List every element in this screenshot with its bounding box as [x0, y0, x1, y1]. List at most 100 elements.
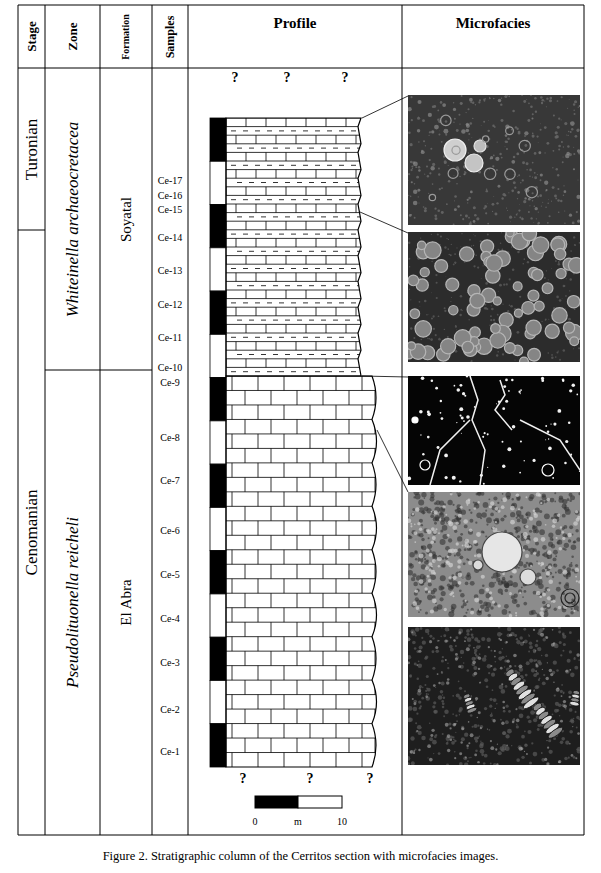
pattern-stroke: [310, 724, 311, 738]
grain: [454, 118, 456, 120]
pattern-stroke: [306, 256, 307, 265]
pattern-stroke: [362, 637, 363, 651]
pattern-stroke: [266, 187, 267, 196]
grain: [425, 611, 428, 614]
bar-segment: [210, 378, 226, 421]
pattern-stroke: [279, 371, 284, 372]
pattern-stroke: [246, 118, 247, 127]
grain: [552, 167, 553, 168]
grain: [453, 223, 455, 225]
grain: [454, 208, 457, 211]
pattern-stroke: [243, 165, 248, 166]
grain: [562, 379, 565, 382]
grain: [521, 218, 523, 220]
pattern-stroke: [339, 199, 344, 200]
pattern-stroke: [366, 221, 367, 230]
grain: [422, 453, 424, 455]
pattern-stroke: [363, 199, 368, 200]
grain: [490, 156, 493, 159]
grain: [462, 576, 465, 579]
pattern-stroke: [296, 135, 297, 144]
pattern-stroke: [326, 256, 327, 265]
pattern-stroke: [266, 359, 267, 368]
grain: [548, 579, 553, 584]
pattern-stroke: [226, 247, 370, 248]
grain: [420, 434, 421, 435]
grain: [523, 564, 527, 568]
pattern-stroke: [345, 285, 350, 286]
grain: [434, 522, 437, 525]
pattern-stroke: [245, 738, 246, 752]
grain: [408, 107, 412, 111]
grain: [478, 608, 481, 611]
grain: [408, 180, 410, 182]
pattern-stroke: [351, 234, 356, 235]
grain: [447, 534, 450, 537]
pattern-stroke: [226, 272, 370, 273]
grain: [563, 525, 567, 529]
pattern-stroke: [315, 234, 320, 235]
pattern-stroke: [316, 273, 317, 282]
grain: [439, 585, 444, 590]
bar-segment: [210, 161, 226, 204]
pattern-stroke: [271, 419, 272, 433]
grain: [428, 591, 431, 594]
grain: [565, 509, 571, 515]
grain: [553, 423, 556, 426]
grain: [515, 530, 518, 533]
grain: [532, 133, 534, 135]
pattern-stroke: [333, 148, 338, 149]
grain: [575, 245, 576, 246]
grain: [570, 131, 572, 133]
grain: [564, 190, 567, 193]
grain: [457, 492, 461, 496]
grain: [529, 530, 532, 533]
grain: [545, 439, 546, 440]
grain: [512, 268, 515, 271]
grain: [557, 409, 561, 413]
grain: [451, 607, 455, 611]
grain: [419, 533, 424, 538]
grain: [437, 118, 439, 120]
grain: [562, 380, 564, 382]
grain: [502, 407, 505, 410]
grain: [488, 614, 491, 617]
table-rule: [18, 835, 584, 836]
grain: [424, 174, 425, 175]
grain: [532, 459, 535, 462]
grain: [477, 492, 481, 496]
pattern-stroke: [333, 216, 338, 217]
grain: [552, 477, 554, 479]
grain: [441, 211, 444, 214]
grain: [417, 129, 420, 132]
pattern-stroke: [226, 535, 385, 536]
grain: [472, 101, 474, 103]
pattern-stroke: [226, 341, 370, 342]
pattern-stroke: [258, 724, 259, 738]
grain: [409, 289, 410, 290]
grain: [502, 609, 508, 615]
pattern-stroke: [271, 477, 272, 491]
pattern-stroke: [226, 694, 385, 695]
grain: [541, 99, 544, 102]
grain: [577, 149, 580, 153]
grain: [555, 260, 557, 262]
grain: [539, 596, 542, 599]
pattern-stroke: [271, 622, 272, 636]
grain: [521, 95, 523, 96]
grain: [432, 315, 434, 317]
grain: [577, 129, 580, 132]
pattern-stroke: [231, 371, 236, 372]
grain: [570, 250, 572, 252]
grain: [531, 117, 533, 119]
bar-segment: [210, 421, 226, 464]
grain: [486, 190, 488, 192]
grain: [573, 109, 574, 110]
pattern-stroke: [297, 182, 302, 183]
grain: [508, 96, 510, 98]
grain: [534, 172, 536, 174]
grain: [431, 379, 433, 381]
pattern-stroke: [336, 342, 337, 351]
pattern-stroke: [356, 135, 357, 144]
pattern-stroke: [258, 376, 259, 390]
